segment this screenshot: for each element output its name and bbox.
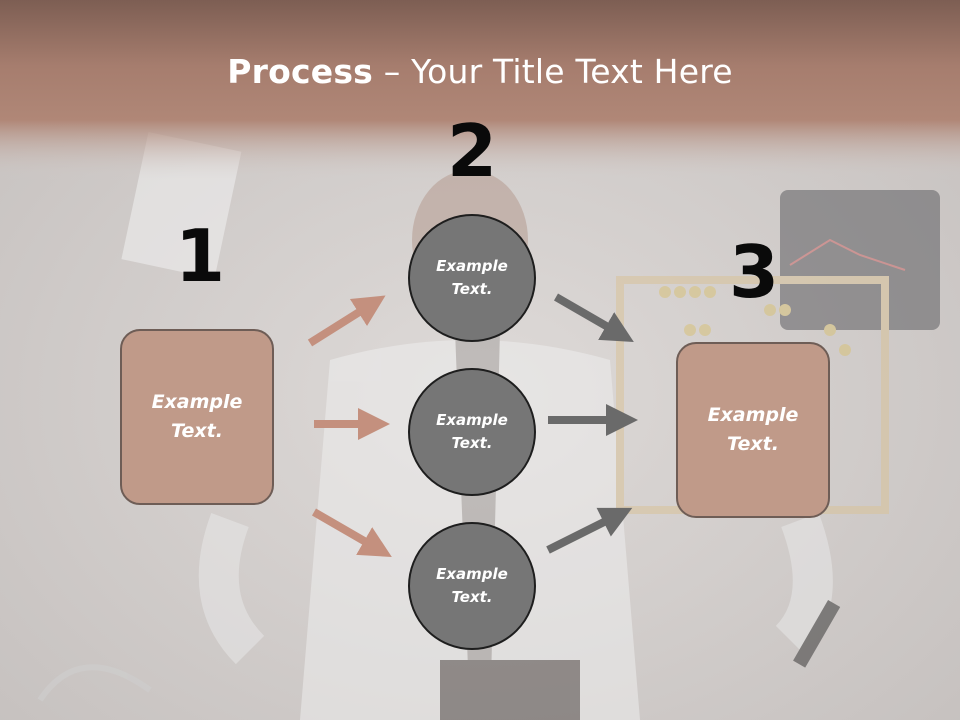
right-box-line1: Example (707, 404, 799, 426)
circle-1-line1: Example (436, 257, 508, 275)
slide-title-bold: Process (227, 52, 374, 91)
left-box-line2: Text. (171, 420, 223, 442)
right-box-line2: Text. (727, 433, 779, 455)
left-box-line1: Example (151, 391, 243, 413)
circle-3-line1: Example (436, 565, 508, 583)
arrow-box-to-circle-3 (311, 508, 392, 558)
step-number-2: 2 (446, 109, 498, 193)
step-number-1: 1 (174, 214, 226, 298)
process-circle-1: Example Text. (408, 214, 536, 342)
step-number-3: 3 (728, 230, 780, 314)
slide-title: Process – Your Title Text Here (0, 52, 960, 91)
circle-1-line2: Text. (451, 280, 493, 298)
process-circle-2: Example Text. (408, 368, 536, 496)
right-process-box: Example Text. (676, 342, 830, 518)
arrow-circle-1-to-box (553, 293, 634, 343)
process-circle-3: Example Text. (408, 522, 536, 650)
arrow-circle-3-to-box (546, 507, 633, 554)
slide-title-rest: – Your Title Text Here (373, 52, 733, 91)
arrow-box-to-circle-1 (307, 295, 386, 347)
circle-2-line1: Example (436, 411, 508, 429)
left-process-box: Example Text. (120, 329, 274, 505)
circle-3-line2: Text. (451, 588, 493, 606)
circle-2-line2: Text. (451, 434, 493, 452)
